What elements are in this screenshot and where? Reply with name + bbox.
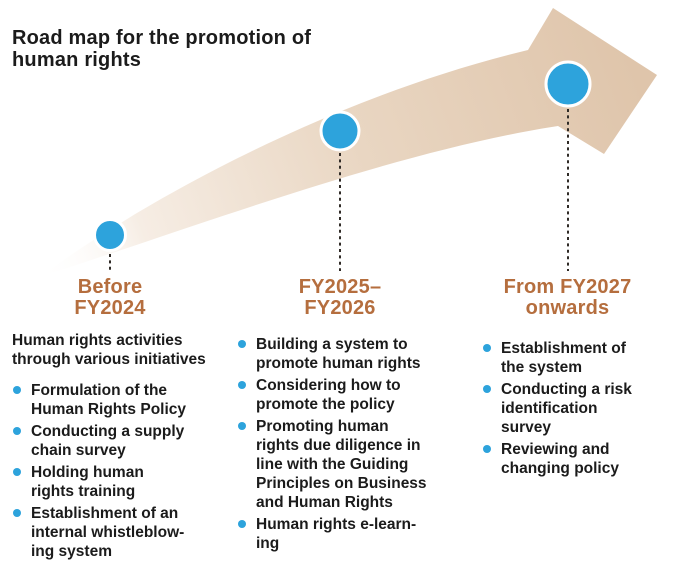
list-item-text: Conducting a supply chain survey [31,423,185,459]
bullet-dot-icon [13,386,21,394]
list-item: Establishment of the system [483,339,673,377]
column-intro-before-fy2024: Human rights activities through various … [12,332,206,368]
list-item: Conducting a supply chain survey [13,422,235,460]
column-heading-fy2025-fy2026: FY2025– FY2026 [298,276,382,319]
bullet-dot-icon [483,445,491,453]
list-item-text: Holding human rights training [31,464,144,500]
list-item-text: Building a system to promote human right… [256,336,421,372]
list-item-text: Promoting human rights due diligence in … [256,418,427,511]
page-title: Road map for the promotion of human righ… [12,27,312,71]
list-item-text: Reviewing and changing policy [501,441,619,477]
list-item: Reviewing and changing policy [483,440,673,478]
bullet-dot-icon [238,340,246,348]
list-item-text: Establishment of the system [501,340,626,376]
list-item: Promoting human rights due diligence in … [238,417,460,512]
bullet-list-before-fy2024: Formulation of the Human Rights Policy C… [13,381,235,564]
bullet-dot-icon [238,422,246,430]
list-item-text: Conducting a risk identification survey [501,381,632,436]
bullet-dot-icon [238,381,246,389]
bullet-list-fy2025-fy2026: Building a system to promote human right… [238,335,460,556]
list-item-text: Considering how to promote the policy [256,377,401,413]
bullet-dot-icon [13,509,21,517]
list-item: Considering how to promote the policy [238,376,460,414]
bullet-dot-icon [483,344,491,352]
column-heading-from-fy2027: From FY2027 onwards [503,276,632,319]
bullet-dot-icon [483,385,491,393]
list-item: Human rights e-learn- ing [238,515,460,553]
list-item: Establishment of an internal whistleblow… [13,504,235,561]
bullet-dot-icon [238,520,246,528]
bullet-list-from-fy2027: Establishment of the system Conducting a… [483,339,673,481]
list-item: Conducting a risk identification survey [483,380,673,437]
milestone-dot-before-fy2024 [93,218,127,252]
list-item-text: Formulation of the Human Rights Policy [31,382,187,418]
milestone-dot-from-fy2027 [544,60,592,108]
milestone-dot-fy2025-fy2026 [319,110,361,152]
column-heading-before-fy2024: Before FY2024 [74,276,146,319]
list-item: Building a system to promote human right… [238,335,460,373]
bullet-dot-icon [13,427,21,435]
list-item: Holding human rights training [13,463,235,501]
list-item: Formulation of the Human Rights Policy [13,381,235,419]
list-item-text: Establishment of an internal whistleblow… [31,505,185,560]
bullet-dot-icon [13,468,21,476]
list-item-text: Human rights e-learn- ing [256,516,417,552]
